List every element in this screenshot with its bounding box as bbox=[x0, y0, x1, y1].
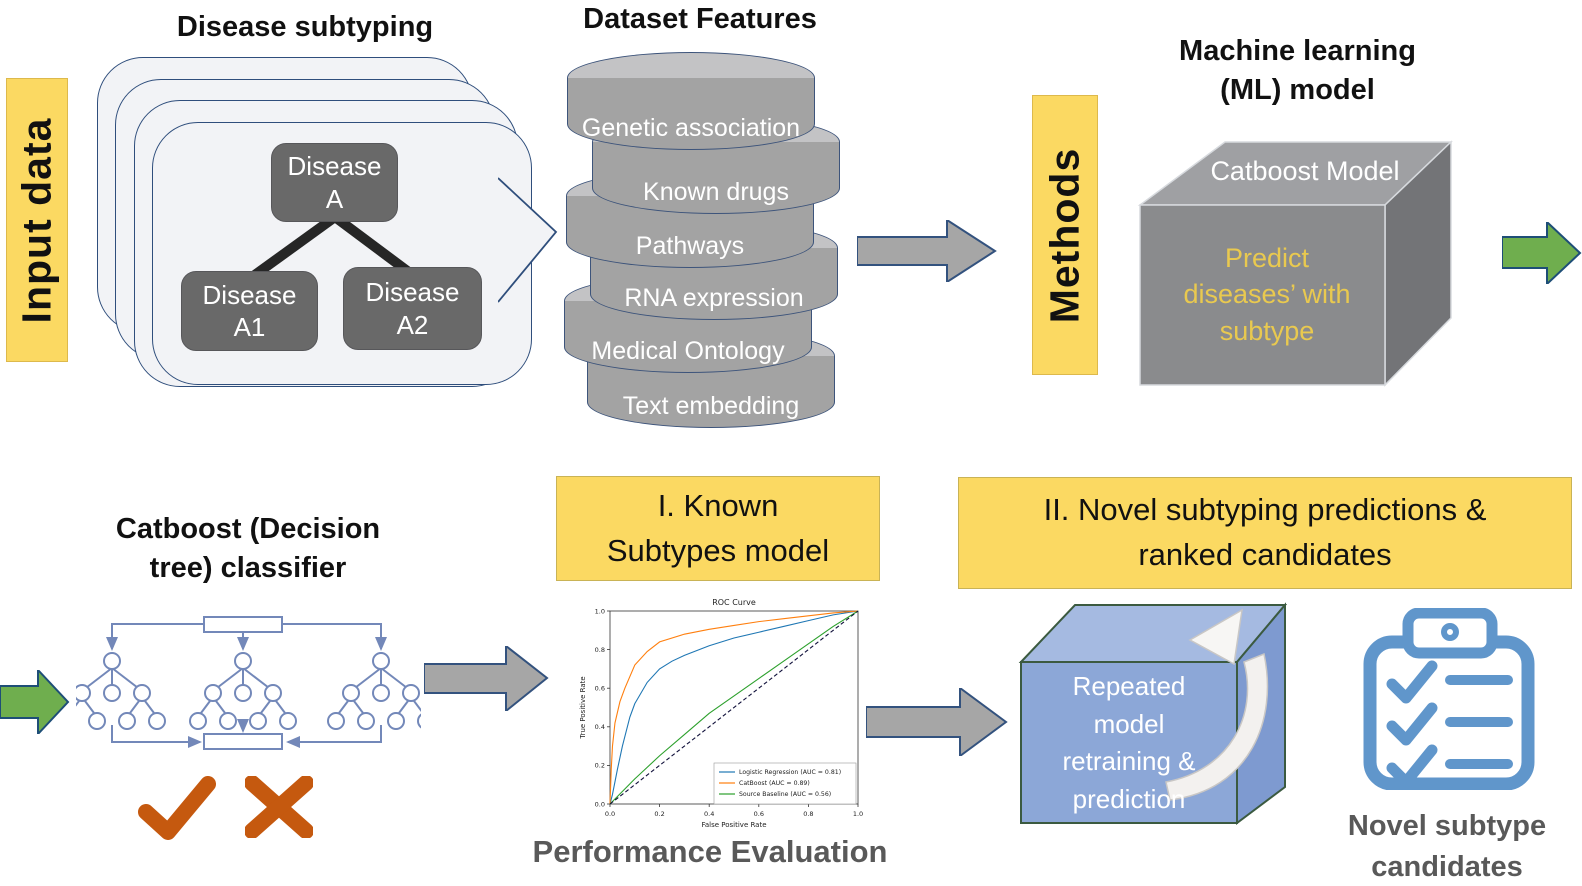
flow-arrow-features-to-model bbox=[857, 220, 997, 282]
retraining-cube-label: Repeated model retraining & prediction bbox=[1062, 671, 1196, 815]
svg-text:0.8: 0.8 bbox=[803, 810, 813, 818]
svg-text:0.6: 0.6 bbox=[595, 685, 605, 693]
svg-text:0.0: 0.0 bbox=[595, 800, 605, 808]
svg-text:1.0: 1.0 bbox=[853, 810, 863, 818]
svg-text:True Positive Rate: True Positive Rate bbox=[579, 676, 587, 739]
svg-text:0.2: 0.2 bbox=[654, 810, 664, 818]
methods-label: Methods bbox=[1041, 147, 1088, 323]
input-data-label: Input data bbox=[13, 117, 60, 323]
svg-text:False Positive Rate: False Positive Rate bbox=[701, 821, 766, 829]
disease-a2-node: Disease A2 bbox=[343, 267, 482, 350]
svg-text:0.4: 0.4 bbox=[704, 810, 714, 818]
retraining-cube bbox=[1018, 602, 1288, 825]
check-icon bbox=[138, 776, 216, 840]
known-subtypes-box: I. Known Subtypes model bbox=[556, 476, 880, 581]
svg-text:0.4: 0.4 bbox=[595, 723, 605, 731]
db-disk-label: Medical Ontology bbox=[591, 337, 785, 365]
db-disk-genetic-association: Genetic association bbox=[567, 52, 815, 150]
svg-text:0.8: 0.8 bbox=[595, 646, 605, 654]
disease-subtyping-title: Disease subtyping bbox=[176, 11, 434, 43]
ml-model-title: Machine learning (ML) model bbox=[1179, 35, 1416, 107]
novel-predictions-box: II. Novel subtyping predictions & ranked… bbox=[958, 477, 1572, 589]
flow-arrow-trees-to-evaluation bbox=[424, 646, 549, 711]
refresh-arrow-icon bbox=[1165, 652, 1269, 801]
svg-text:ROC Curve: ROC Curve bbox=[712, 598, 756, 607]
disease-a-node: Disease A bbox=[271, 143, 398, 222]
svg-text:Logistic Regression (AUC = 0.8: Logistic Regression (AUC = 0.81) bbox=[739, 769, 841, 776]
db-disk-label: Genetic association bbox=[581, 114, 801, 142]
flow-arrow-green-right bbox=[1502, 222, 1582, 284]
catboost-model-cube bbox=[1137, 140, 1453, 387]
catboost-classifier-title: Catboost (Decision tree) classifier bbox=[115, 513, 381, 585]
disease-tree-connectors bbox=[249, 212, 413, 282]
db-disk-label: Pathways bbox=[635, 232, 745, 260]
db-disk-label: Text embedding bbox=[622, 392, 800, 420]
speech-bubble-tail bbox=[498, 177, 558, 303]
svg-text:Source Baseline (AUC = 0.56): Source Baseline (AUC = 0.56) bbox=[739, 791, 831, 798]
roc-curve-plot: ROC Curve 0.0 0.2 0.4 0.6 0.8 1.0 0.0 0.2 0.4 0.6 0… bbox=[579, 598, 863, 829]
novel-subtype-candidates-caption: Novel subtype candidates bbox=[1347, 810, 1547, 883]
catboost-cube-top-label: Catboost Model bbox=[1210, 156, 1400, 186]
cross-icon bbox=[245, 776, 313, 838]
db-disk-label: Known drugs bbox=[643, 178, 789, 206]
flow-arrow-evaluation-to-retraining bbox=[866, 688, 1008, 756]
dataset-features-title: Dataset Features bbox=[583, 3, 817, 35]
roc-curve-chart: ROC Curve 0.0 0.2 0.4 0.6 0.8 1.0 0.0 0.2 0.4 0.6 0… bbox=[576, 596, 866, 842]
flow-arrow-green-left bbox=[0, 670, 70, 734]
decision-trees-diagram bbox=[76, 616, 421, 750]
catboost-cube-front-label: Predict diseases’ with subtype bbox=[1183, 243, 1351, 346]
checklist-clipboard-icon bbox=[1363, 608, 1535, 790]
performance-evaluation-caption: Performance Evaluation bbox=[532, 834, 888, 869]
svg-text:CatBoost (AUC = 0.89): CatBoost (AUC = 0.89) bbox=[739, 780, 810, 787]
svg-text:0.6: 0.6 bbox=[754, 810, 764, 818]
methods-label-bar: Methods bbox=[1032, 95, 1098, 375]
input-data-label-bar: Input data bbox=[6, 78, 68, 362]
svg-text:0.0: 0.0 bbox=[605, 810, 615, 818]
disease-a1-node: Disease A1 bbox=[181, 271, 318, 351]
db-disk-label: RNA expression bbox=[624, 284, 804, 312]
svg-text:0.2: 0.2 bbox=[595, 762, 605, 770]
svg-text:1.0: 1.0 bbox=[595, 607, 605, 615]
